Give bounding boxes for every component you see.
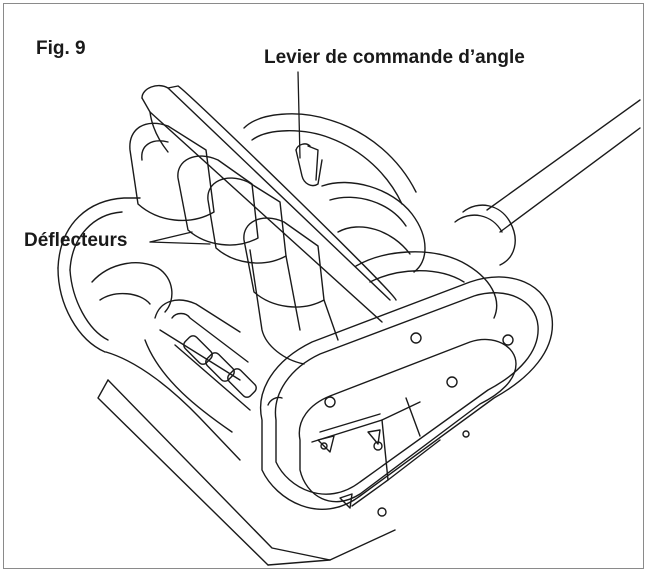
base-plate	[97, 379, 396, 566]
handle-shaft	[454, 99, 641, 266]
deflector-leader-2	[149, 231, 193, 243]
opening-tabs	[317, 429, 381, 509]
deflectors-label: Déflecteurs	[24, 230, 128, 251]
left-housing	[57, 197, 241, 461]
chute-frame	[141, 84, 397, 323]
angle-lever-leader	[297, 71, 301, 159]
angle-lever	[295, 143, 323, 187]
leader-lines	[149, 71, 301, 245]
angle-lever-label: Levier de commande d’angle	[264, 47, 525, 68]
deflector-vanes	[129, 122, 339, 365]
figure-number: Fig. 9	[36, 38, 86, 59]
auger-rotor	[144, 299, 257, 433]
discharge-opening	[298, 338, 517, 507]
motor-cylinder	[243, 113, 498, 319]
figure-frame	[3, 3, 644, 569]
discharge-plate	[260, 276, 554, 510]
deflector-leader-1	[149, 241, 211, 245]
